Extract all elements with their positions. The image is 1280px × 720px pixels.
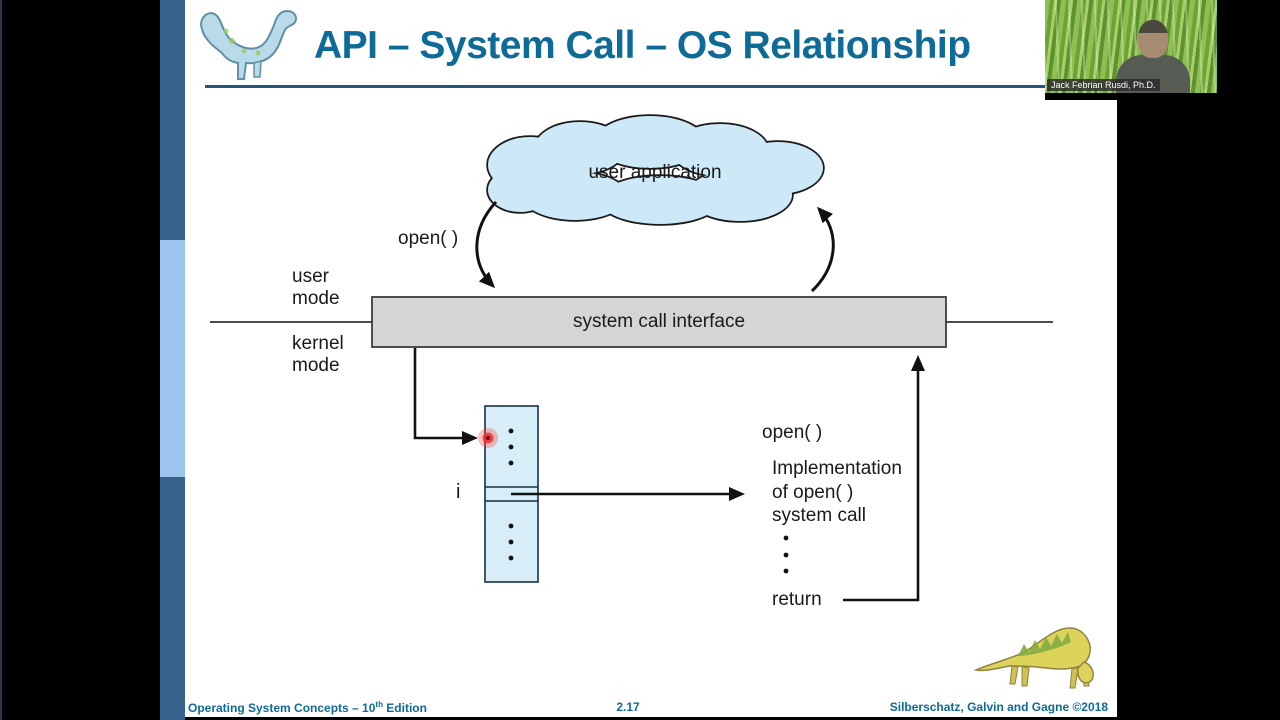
webcam-video: Jack Febrian Rusdi, Ph.D. <box>1045 0 1217 93</box>
return-line-arrow <box>843 355 925 602</box>
footer-book-title-text: Operating System Concepts – 10 <box>188 701 376 715</box>
letterbox-right <box>1117 0 1280 720</box>
accent-bar-bottom <box>160 477 185 720</box>
implementation-line2: of open( ) <box>772 481 854 503</box>
accent-bar-top <box>160 0 185 240</box>
laser-pointer-dot <box>478 428 498 448</box>
footer-book-title: Operating System Concepts – 10th Edition <box>188 700 427 715</box>
impl-open-label: open( ) <box>762 422 823 443</box>
kernel-mode-line1: kernel <box>292 333 344 354</box>
cloud-label: user application <box>588 162 722 183</box>
open-call-label: open( ) <box>398 228 459 249</box>
footer-authors: Silberschatz, Galvin and Gagne ©2018 <box>889 700 1108 714</box>
call-arrow-down <box>475 200 498 289</box>
webcam-name-label: Jack Febrian Rusdi, Ph.D. <box>1047 79 1160 91</box>
table-index-label: i <box>456 481 461 503</box>
accent-bar-middle <box>160 240 185 477</box>
implementation-line1: Implementation <box>772 458 902 479</box>
dinosaur-logo-icon <box>200 9 297 80</box>
user-mode-line2: mode <box>292 288 340 309</box>
interface-to-table-arrow <box>413 348 478 445</box>
footer-page-number: 2.17 <box>616 700 640 714</box>
kernel-mode-line2: mode <box>292 355 340 376</box>
user-mode-line1: user <box>292 266 329 287</box>
return-arrow-up <box>810 206 835 293</box>
user-application-cloud <box>486 114 825 226</box>
slide-title: API – System Call – OS Relationship <box>314 24 971 67</box>
interface-label: system call interface <box>572 311 746 332</box>
title-underline <box>205 85 1051 88</box>
dinosaur-logo-icon <box>973 627 1094 689</box>
table-dots <box>508 428 514 561</box>
footer-edition-superscript: th <box>375 700 383 709</box>
implementation-line3: system call <box>772 505 866 526</box>
screen-edge-line <box>0 0 2 720</box>
footer-edition-text: Edition <box>382 701 427 715</box>
return-label: return <box>772 589 822 610</box>
webcam-overlay: Jack Febrian Rusdi, Ph.D. <box>1045 0 1217 100</box>
implementation-dots <box>783 535 789 574</box>
system-call-interface-box <box>371 296 947 348</box>
person-face <box>1138 20 1168 58</box>
